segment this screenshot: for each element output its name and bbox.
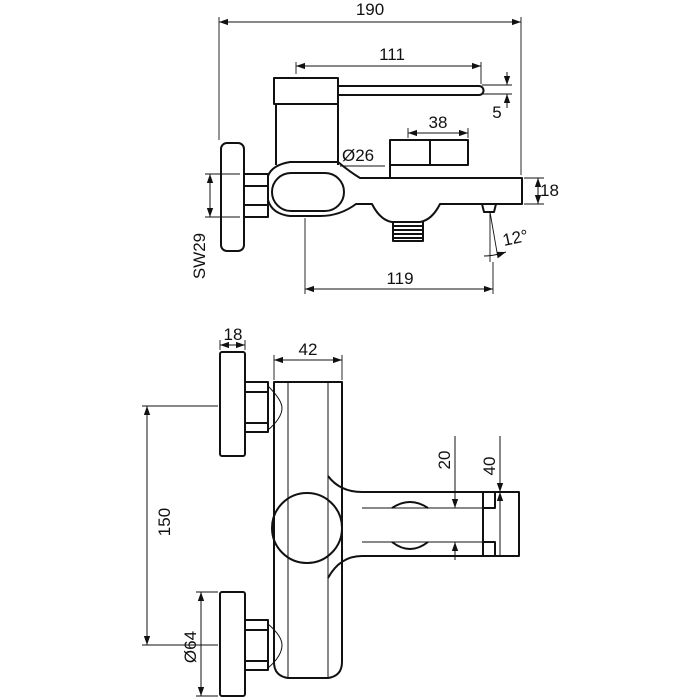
dim-spout-width-inner: 20 (435, 451, 454, 470)
dim-diverter-length: 38 (429, 113, 448, 132)
upper-flange (219, 351, 246, 457)
inlet-oval (271, 172, 345, 212)
dim-flange-thickness: 18 (224, 325, 243, 344)
dim-spout-projection: 119 (386, 269, 413, 288)
lever-handle (273, 77, 339, 105)
spout-end (482, 491, 520, 557)
spout-top (327, 475, 496, 579)
wall-flange (220, 142, 245, 252)
hex-nut (243, 173, 269, 218)
aerator-outlet (481, 203, 497, 213)
dim-spout-width-outer: 40 (480, 457, 499, 476)
dim-body-width: 42 (299, 340, 318, 359)
dim-lever-offset: 5 (492, 103, 501, 122)
aerator-top (391, 501, 429, 550)
dim-spout-height: 18 (540, 181, 559, 200)
diverter-knob (389, 139, 469, 178)
hose-thread (392, 222, 424, 242)
dim-overall-length: 190 (356, 0, 384, 19)
dim-lever-length: 111 (379, 45, 405, 64)
lower-flange (219, 591, 246, 697)
dim-nut-size: SW29 (190, 233, 209, 279)
cartridge-cap (271, 492, 343, 564)
spout-body (267, 161, 523, 223)
lever-arm (338, 85, 485, 96)
dim-spout-angle: 12° (501, 226, 530, 250)
dim-center-distance: 150 (155, 508, 174, 536)
top-view: 18 42 20 40 150 Ø64 (142, 325, 520, 697)
upper-hex-nut (244, 381, 269, 433)
dim-flange-diameter: Ø64 (181, 631, 200, 663)
cartridge-body (275, 104, 339, 165)
lower-hex-nut (244, 619, 269, 671)
dim-body-diameter: Ø26 (342, 146, 374, 165)
side-view: 190 111 5 38 Ø26 18 12° 119 (190, 0, 559, 294)
main-body (273, 381, 343, 679)
